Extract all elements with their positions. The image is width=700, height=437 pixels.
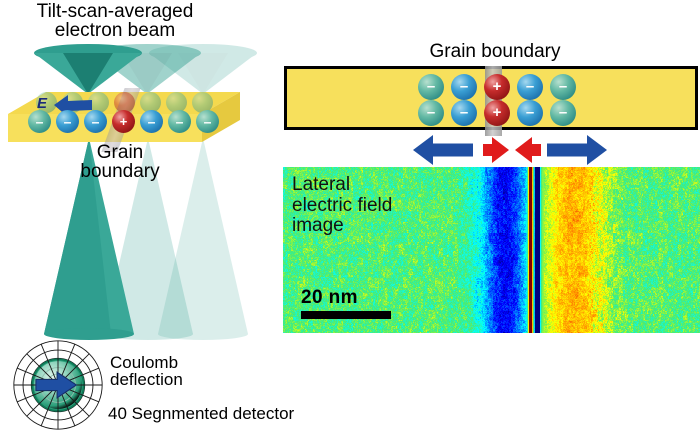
gb-atom-r2-c5: – — [550, 100, 576, 126]
atom-back-3 — [88, 92, 109, 113]
field-image-label: Lateral electric field image — [292, 174, 393, 237]
sphere-row-front: – – – + – – – — [28, 110, 228, 134]
atom-front-4-positive: + — [112, 110, 135, 133]
gb-atom-r2-c4: – — [517, 100, 543, 126]
gb-atom-r2-c1: – — [418, 100, 444, 126]
arrow-inner-right — [482, 136, 510, 164]
atom-back-1 — [36, 92, 57, 113]
left-panel-title: Tilt-scan-averaged electron beam — [36, 1, 194, 42]
beam-cone-upper-1 — [33, 44, 143, 96]
grain-boundary-slab: – – + – – – – + – – — [284, 66, 698, 136]
coulomb-deflection-label: Coulomb deflection — [110, 353, 183, 390]
lateral-electric-field-image: Lateral electric field image 20 nm — [283, 167, 700, 333]
field-image-overlay: Lateral electric field image 20 nm — [283, 167, 700, 333]
atom-back-5 — [140, 92, 161, 113]
atom-front-6: – — [168, 110, 191, 133]
coulomb-deflection-arrow — [35, 371, 78, 399]
atom-front-2: – — [56, 110, 79, 133]
gb-atom-r1-c2: – — [451, 74, 477, 100]
beam-cone-lower-1 — [41, 138, 137, 340]
scale-bar: 20 nm — [301, 287, 391, 319]
gb-atom-r1-c3-positive: + — [484, 74, 510, 100]
sphere-row-bottom: – – + – – — [418, 100, 578, 126]
gb-atom-r1-c1: – — [418, 74, 444, 100]
left-grain-boundary-label: Grain boundary — [80, 142, 160, 183]
segmented-detector-diagram — [12, 339, 104, 431]
detector-caption: 40 Segnmented detector — [108, 404, 295, 423]
scale-bar-line — [301, 311, 391, 319]
atom-back-6 — [166, 92, 187, 113]
gb-atom-r2-c3-positive: + — [484, 100, 510, 126]
field-heatmap-canvas — [283, 167, 700, 333]
gb-atom-r1-c5: – — [550, 74, 576, 100]
field-label-E: E — [37, 95, 48, 112]
atom-back-7 — [192, 92, 213, 113]
scale-bar-label: 20 nm — [301, 287, 358, 308]
arrow-inner-left — [514, 136, 542, 164]
right-grain-boundary-label: Grain boundary — [429, 41, 561, 62]
atom-front-1: – — [28, 110, 51, 133]
arrow-outer-left — [412, 134, 474, 166]
gb-atom-r1-c4: – — [517, 74, 543, 100]
beam-cone-upper-3 — [148, 44, 258, 96]
gb-atom-r2-c2: – — [451, 100, 477, 126]
beam-cone-lower-3 — [155, 138, 251, 340]
atom-front-7: – — [196, 110, 219, 133]
sphere-row-top: – – + – – — [418, 74, 578, 100]
atom-front-5: – — [140, 110, 163, 133]
atom-back-4 — [114, 92, 135, 113]
arrow-outer-right — [546, 134, 608, 166]
atom-front-3: – — [84, 110, 107, 133]
